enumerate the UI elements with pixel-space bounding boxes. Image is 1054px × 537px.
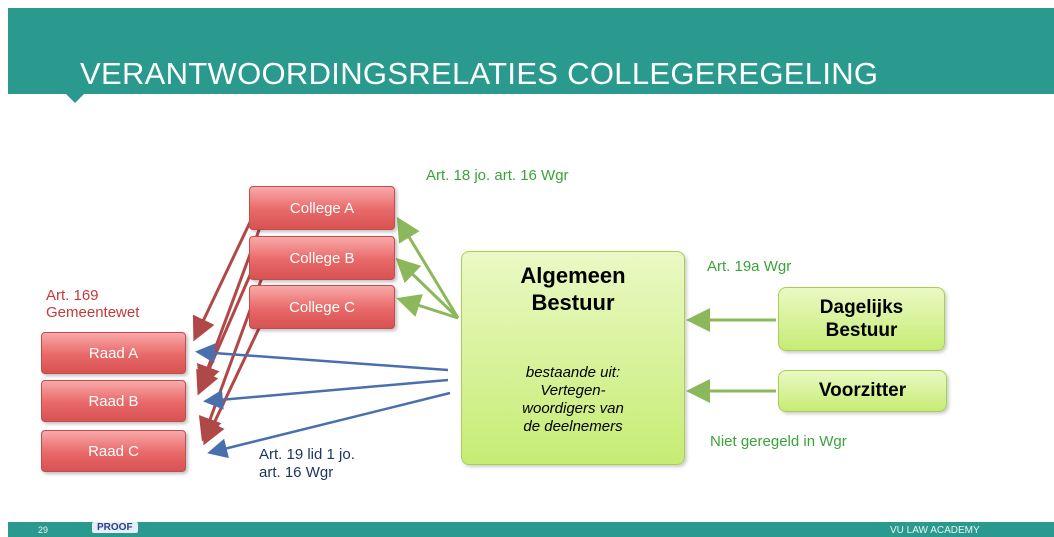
slide-title: VERANTWOORDINGSRELATIES COLLEGEREGELING (80, 56, 879, 91)
footer-bar: 29 PROOF VU LAW ACADEMY (8, 522, 1054, 537)
academy-label: VU LAW ACADEMY (890, 525, 980, 536)
college-a-label: College A (289, 199, 355, 217)
college-c-label: College C (289, 298, 355, 316)
raad-b-box: Raad B (41, 380, 186, 422)
voorzitter-label: Voorzitter (818, 380, 907, 401)
arrow-college-c-raad (202, 321, 264, 446)
ab-sub-line2: Vertegen- (540, 382, 606, 399)
label-art169: Art. 169 Gemeentewet (46, 287, 139, 321)
arrow-ab-college-b (395, 257, 460, 320)
arrow-ab-raad-b (203, 378, 449, 410)
ab-sub-line3: woordigers van (522, 400, 624, 417)
ab-title-line1: Algemeen (520, 263, 626, 288)
algemeen-bestuur-subtitle: bestaande uit: Vertegen- woordigers van … (462, 364, 684, 436)
art19-line1: Art. 19 lid 1 jo. (259, 446, 355, 463)
raad-a-label: Raad A (88, 344, 139, 362)
header-notch (66, 94, 84, 103)
college-b-label: College B (289, 249, 355, 267)
label-niet-geregeld: Niet geregeld in Wgr (710, 433, 847, 450)
college-c-box: College C (249, 285, 395, 329)
art19-line2: art. 16 Wgr (259, 464, 334, 481)
college-a-box: College A (249, 186, 395, 230)
raad-c-label: Raad C (88, 442, 139, 460)
art169-line1: Art. 169 (46, 287, 99, 304)
ab-sub-line1: bestaande uit: (525, 364, 621, 381)
page-number: 29 (38, 525, 49, 535)
arrow-college-a-raad (192, 217, 254, 342)
arrow-ab-raad-c (207, 391, 451, 459)
dagelijks-bestuur-box: Dagelijks Bestuur (778, 287, 945, 351)
ab-title-line2: Bestuur (531, 290, 615, 315)
proof-logo: PROOF (92, 522, 138, 533)
raad-b-label: Raad B (88, 392, 139, 410)
algemeen-bestuur-title: Algemeen Bestuur (462, 262, 684, 316)
art169-line2: Gemeentewet (46, 304, 140, 321)
college-b-box: College B (249, 236, 395, 280)
raad-c-box: Raad C (41, 430, 186, 472)
arrow-ab-college-a (396, 216, 460, 319)
label-art19a: Art. 19a Wgr (707, 258, 792, 275)
arrow-ab-college-c (396, 294, 459, 320)
voorzitter-box: Voorzitter (778, 370, 947, 412)
db-line2: Bestuur (825, 320, 898, 341)
algemeen-bestuur-box: Algemeen Bestuur bestaande uit: Vertegen… (461, 251, 685, 465)
ab-sub-line4: de deelnemers (523, 418, 623, 435)
arrow-ab-raad-a (195, 343, 449, 372)
label-art19: Art. 19 lid 1 jo. art. 16 Wgr (259, 446, 355, 482)
raad-a-box: Raad A (41, 332, 186, 374)
arrow-college-b-raad (196, 265, 256, 396)
label-art18: Art. 18 jo. art. 16 Wgr (426, 167, 569, 184)
header-bar (8, 8, 1054, 94)
db-line1: Dagelijks (819, 297, 904, 318)
